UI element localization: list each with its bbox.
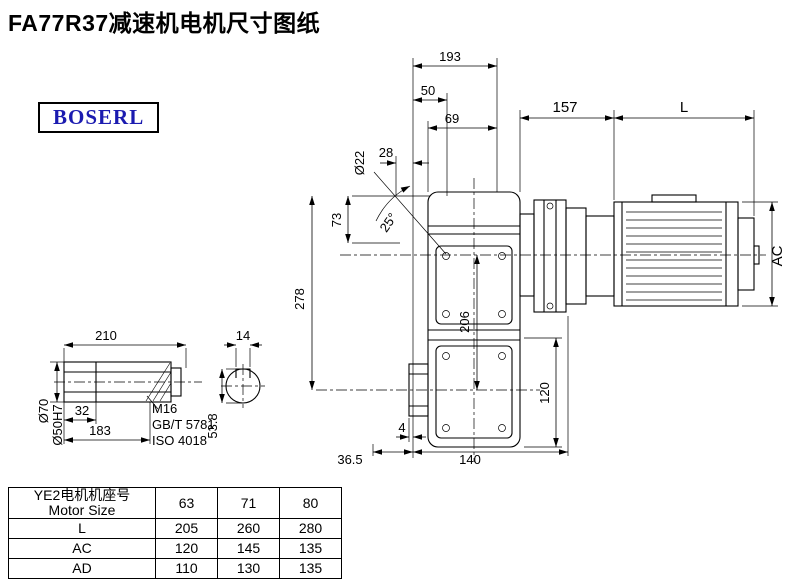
motor-cooling-fins: [626, 211, 722, 301]
gearbox-housing: [427, 191, 521, 448]
table-header-motor-size: YE2电机机座号 Motor Size: [8, 487, 156, 519]
extension-lines: [50, 58, 778, 458]
brand-logo: BOSERL: [38, 102, 160, 133]
dim-label-28: 28: [379, 145, 393, 160]
dim-label-193: 193: [439, 49, 461, 64]
dimension-lines: [54, 63, 775, 455]
dim-label-183: 183: [89, 423, 111, 438]
table-row-AC: AC 120 145 135: [8, 538, 342, 559]
row-label-L: L: [8, 518, 156, 539]
dimension-labels: 193 50 69 28 Ø22 73 25° 157 L AC 278 206…: [36, 49, 786, 467]
table-row-L: L 205 260 280: [8, 518, 342, 539]
table-header-size-63: 63: [155, 487, 218, 519]
row-label-AD: AD: [8, 558, 156, 579]
row-label-AC: AC: [8, 538, 156, 559]
value-AC-63: 120: [155, 538, 218, 559]
dim-label-32: 32: [75, 403, 89, 418]
motor-body: [613, 194, 760, 307]
value-AD-63: 110: [155, 558, 218, 579]
output-hollow-shaft: [408, 363, 429, 417]
motor-adapter-flange: [519, 199, 615, 313]
table-header-en: Motor Size: [48, 502, 116, 518]
value-AC-80: 135: [279, 538, 342, 559]
thread-label-m16: M16: [152, 401, 177, 416]
dim-label-53-8: 53.8: [205, 413, 220, 438]
dim-label-dia70: Ø70: [36, 399, 51, 424]
dim-label-50: 50: [421, 83, 435, 98]
dim-label-206: 206: [457, 311, 472, 333]
angle-construction: [373, 171, 447, 255]
dim-label-73: 73: [329, 213, 344, 227]
table-header-cn: YE2电机机座号: [33, 487, 131, 503]
dim-label-120: 120: [537, 382, 552, 404]
value-L-63: 205: [155, 518, 218, 539]
table-header-size-80: 80: [279, 487, 342, 519]
page-title: FA77R37减速机电机尺寸图纸: [8, 10, 321, 36]
dim-label-dia50h7: Ø50H7: [50, 404, 65, 445]
dim-label-140: 140: [459, 452, 481, 467]
dim-label-278: 278: [292, 288, 307, 310]
table-header-size-71: 71: [217, 487, 280, 519]
standard-label-gbt5781: GB/T 5781: [152, 417, 215, 432]
dim-label-210: 210: [95, 328, 117, 343]
motor-size-table: YE2电机机座号 Motor Size 63 71 80 L 205 260 2…: [8, 487, 342, 579]
standard-label-iso4018: ISO 4018: [152, 433, 207, 448]
dim-label-157: 157: [552, 99, 577, 116]
dim-label-4: 4: [398, 420, 405, 435]
value-AD-71: 130: [217, 558, 280, 579]
dim-label-14: 14: [236, 328, 250, 343]
dim-label-dia22: Ø22: [352, 151, 367, 176]
table-row-AD: AD 110 130 135: [8, 558, 342, 579]
value-AD-80: 135: [279, 558, 342, 579]
dim-label-AC: AC: [769, 245, 786, 266]
value-L-80: 280: [279, 518, 342, 539]
value-AC-71: 145: [217, 538, 280, 559]
dim-label-36-5: 36.5: [337, 452, 362, 467]
center-lines: [54, 178, 766, 462]
dim-label-69: 69: [445, 111, 459, 126]
table-header-row: YE2电机机座号 Motor Size 63 71 80: [8, 487, 342, 519]
dim-label-L: L: [680, 99, 688, 116]
value-L-71: 260: [217, 518, 280, 539]
output-shaft-detail: [63, 361, 182, 410]
